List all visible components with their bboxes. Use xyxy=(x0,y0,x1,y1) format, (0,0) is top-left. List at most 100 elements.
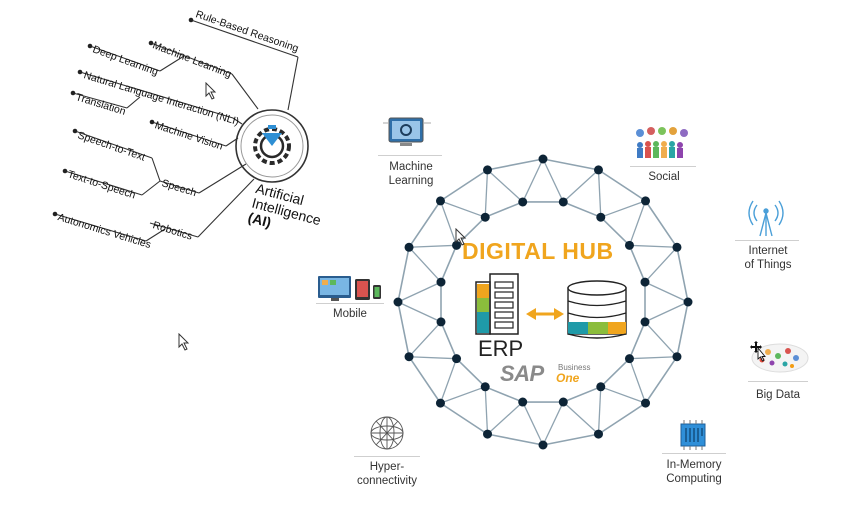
mesh-edge xyxy=(676,301,689,357)
globe-mesh-icon xyxy=(370,416,404,450)
mesh-edge xyxy=(628,245,646,283)
mesh-edge xyxy=(440,245,458,283)
mesh-edge xyxy=(562,401,599,435)
mouse-cursor-icon xyxy=(455,228,467,246)
mesh-edge xyxy=(562,169,599,203)
mesh-edge xyxy=(487,158,544,171)
mesh-edge xyxy=(644,321,678,358)
mesh-node xyxy=(593,429,603,439)
mesh-edge xyxy=(562,201,602,218)
mesh-edge xyxy=(676,247,689,303)
mesh-edge xyxy=(562,386,602,403)
mesh-edge xyxy=(408,200,442,248)
mesh-edge xyxy=(628,321,646,359)
mesh-node xyxy=(518,197,528,207)
big-data-cloud-icon xyxy=(751,343,809,373)
mesh-node xyxy=(683,297,693,307)
mesh-edge xyxy=(644,281,689,303)
label-big-data: Big Data xyxy=(755,389,801,401)
mesh-edge xyxy=(408,356,442,404)
mesh-edge xyxy=(397,301,410,357)
mesh-node xyxy=(452,354,462,364)
mesh-edge xyxy=(408,246,442,283)
erp-label: ERP xyxy=(478,336,524,361)
mesh-node xyxy=(624,354,634,364)
mesh-node xyxy=(436,277,446,287)
memory-chip-icon xyxy=(680,420,706,450)
mesh-edge xyxy=(484,386,489,435)
mesh-edge xyxy=(409,244,457,248)
mesh-edge xyxy=(628,358,647,404)
mesh-edge xyxy=(440,386,486,404)
label-social: Social xyxy=(648,171,680,183)
mesh-edge xyxy=(408,321,442,358)
mesh-edge xyxy=(439,200,458,246)
mesh-node xyxy=(483,165,493,175)
hub-title: DIGITAL HUB xyxy=(462,238,614,264)
mesh-node xyxy=(596,382,606,392)
mesh-edge xyxy=(397,281,442,303)
mesh-edge xyxy=(542,158,564,203)
monitor-gear-icon xyxy=(383,117,431,146)
mesh-edge xyxy=(629,356,677,360)
mesh-node xyxy=(641,398,651,408)
antenna-icon xyxy=(748,200,784,237)
mesh-edge xyxy=(455,358,486,388)
mesh-node xyxy=(558,197,568,207)
mesh-node xyxy=(393,297,403,307)
mesh-edge xyxy=(484,169,489,218)
mouse-cursor-icon xyxy=(205,82,217,100)
mesh-node xyxy=(483,429,493,439)
label-mobile: Mobile xyxy=(333,308,367,320)
mesh-edge xyxy=(484,386,524,403)
mesh-edge xyxy=(484,201,524,218)
social-people-icon xyxy=(636,127,688,158)
mesh-edge xyxy=(440,169,488,202)
mesh-node xyxy=(480,382,490,392)
mesh-node xyxy=(640,317,650,327)
gear-icon xyxy=(253,125,291,165)
mesh-edge xyxy=(440,200,486,218)
sap-business-text: Business xyxy=(558,363,591,372)
mesh-node xyxy=(480,212,490,222)
mesh-edge xyxy=(397,247,410,303)
mesh-edge xyxy=(440,402,488,435)
mesh-node xyxy=(435,398,445,408)
mesh-node xyxy=(672,352,682,362)
mesh-edge xyxy=(487,169,524,203)
mesh-edge xyxy=(598,169,646,202)
label-iot: Internet of Things xyxy=(744,245,792,271)
mesh-edge xyxy=(600,216,631,246)
mesh-node xyxy=(452,240,462,250)
mesh-node xyxy=(538,440,548,450)
mesh-edge xyxy=(600,358,631,388)
mesh-edge xyxy=(487,433,544,446)
mesh-edge xyxy=(522,401,544,446)
mesh-edge xyxy=(439,358,458,404)
mesh-node xyxy=(558,397,568,407)
mesh-node xyxy=(538,154,548,164)
mesh-edge xyxy=(597,386,602,435)
mesh-node xyxy=(435,196,445,206)
mesh-node xyxy=(641,196,651,206)
mesh-edge xyxy=(628,200,647,246)
mesh-edge xyxy=(644,246,678,283)
sap-logo: SAP xyxy=(500,361,544,386)
mesh-node xyxy=(640,277,650,287)
mesh-edge xyxy=(597,169,602,218)
mesh-edge xyxy=(409,356,457,360)
mouse-cursor-icon xyxy=(178,333,190,351)
mesh-node xyxy=(404,242,414,252)
mesh-node xyxy=(593,165,603,175)
label-in-memory: In-Memory Computing xyxy=(666,459,722,485)
sap-one-text: One xyxy=(556,371,580,385)
label-hyperconnectivity: Hyper- connectivity xyxy=(356,461,418,487)
mesh-node xyxy=(596,212,606,222)
mesh-edge xyxy=(542,401,564,446)
